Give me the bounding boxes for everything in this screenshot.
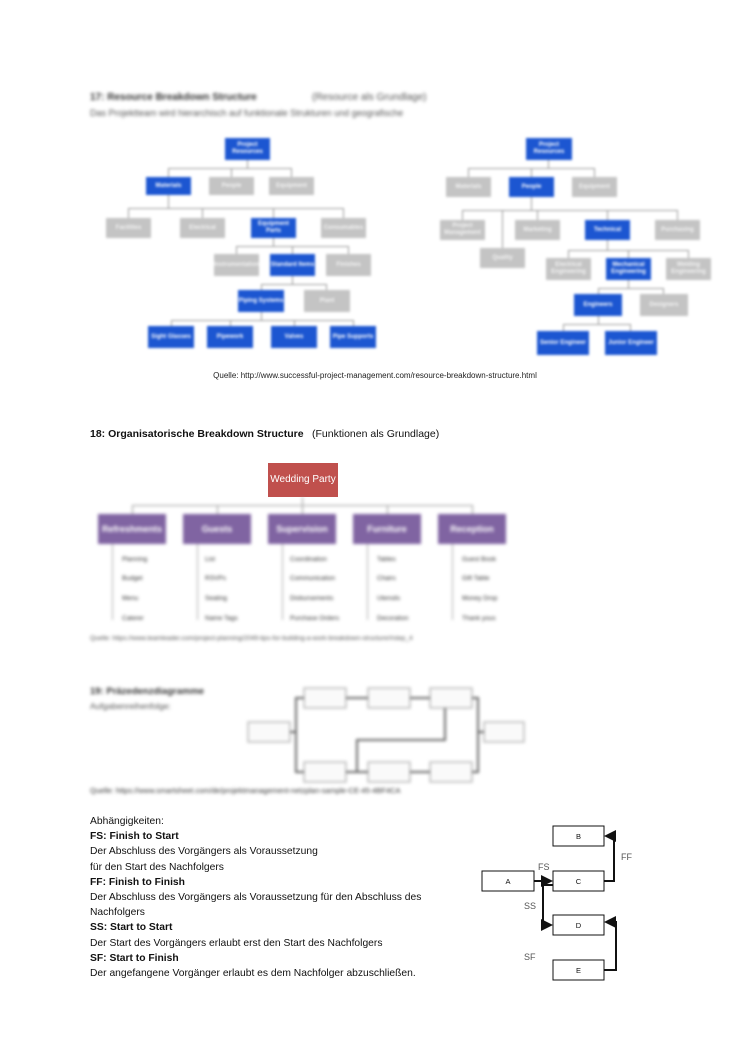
list-item: Coordination bbox=[290, 556, 327, 563]
rbs-left-sight-glasses: Sight Glasses bbox=[148, 326, 194, 348]
rbs-right-equipment: Equipment bbox=[572, 177, 617, 197]
list-item: Caterer bbox=[122, 615, 144, 622]
sf-arrow bbox=[604, 916, 617, 971]
rbs-right-senior-engineer: Senior Engineer bbox=[537, 331, 589, 355]
dependency-type-diagram: A B C D E FS FF SS SF bbox=[481, 825, 632, 981]
fs-line2: für den Start des Nachfolgers bbox=[90, 861, 224, 873]
rbs-left-instrumentation: Instrumentation bbox=[214, 254, 259, 276]
list-item: Budget bbox=[122, 575, 143, 582]
list-item: Decoration bbox=[377, 615, 409, 622]
resource-breakdown-diagrams: Project Resources Materials People Equip… bbox=[0, 0, 750, 370]
precedence-network-diagram bbox=[247, 687, 525, 783]
list-item: Menu bbox=[122, 595, 139, 602]
rbs-right-quality: Quality bbox=[480, 248, 525, 268]
rbs-right-engineers: Engineers bbox=[574, 294, 622, 316]
fs-label: FS bbox=[538, 862, 550, 872]
section19-source: Quelle: https://www.smartsheet.com/de/pr… bbox=[90, 786, 401, 795]
branch-refreshments: Refreshments bbox=[98, 514, 166, 544]
rbs-left-electrical: Electrical bbox=[180, 218, 225, 238]
rbs-left-root: Project Resources bbox=[225, 138, 270, 160]
rbs-left-standard-items: Standard Items bbox=[270, 254, 315, 276]
fs-title: FS: Finish to Start bbox=[90, 831, 179, 843]
rbs-left-valves: Valves bbox=[271, 326, 317, 348]
section17-subtitle: Das Projektteam wird hierarchisch auf fu… bbox=[90, 108, 404, 118]
rbs-right-junior-engineer: Junior Engineer bbox=[605, 331, 657, 355]
section17-source: Quelle: http://www.successful-project-ma… bbox=[213, 371, 537, 380]
rbs-left-materials: Materials bbox=[146, 177, 191, 195]
list-item: Gift Table bbox=[462, 575, 490, 582]
section18-title-note: (Funktionen als Grundlage) bbox=[312, 428, 440, 440]
branch-furniture: Furniture bbox=[353, 514, 421, 544]
rbs-left-pipework: Pipework bbox=[207, 326, 253, 348]
branch-reception: Reception bbox=[438, 514, 506, 544]
sf-line1: Der angefangene Vorgänger erlaubt es dem… bbox=[90, 968, 416, 980]
ss-title: SS: Start to Start bbox=[90, 922, 173, 934]
ff-line1: Der Abschluss des Vorgängers als Vorauss… bbox=[90, 892, 422, 904]
rbs-right-purchasing: Purchasing bbox=[655, 220, 700, 240]
node-a-label: A bbox=[505, 877, 510, 886]
list-item: RSVPs bbox=[205, 575, 226, 582]
list-item: Seating bbox=[205, 595, 228, 602]
section19-subtitle: Aufgabenreihenfolge: bbox=[90, 701, 171, 711]
list-item: Communication bbox=[290, 575, 336, 582]
list-item: Thank yous bbox=[462, 615, 496, 622]
ff-line2: Nachfolgers bbox=[90, 907, 145, 919]
node-b-label: B bbox=[576, 832, 581, 841]
rbs-left-people: People bbox=[209, 177, 254, 195]
ss-line1: Der Start des Vorgängers erlaubt erst de… bbox=[90, 937, 383, 949]
rbs-right-electrical-engineering: Electrical Engineering bbox=[546, 258, 591, 280]
list-item: Planning bbox=[122, 556, 148, 563]
sf-label: SF bbox=[524, 952, 536, 962]
org-breakdown-diagram: Wedding Party Refreshments Guests Superv… bbox=[0, 455, 750, 645]
node-c-label: C bbox=[576, 877, 582, 886]
rbs-right-designers: Designers bbox=[640, 294, 688, 316]
section19-title: 19: Präzedenzdiagramme bbox=[90, 686, 205, 697]
rbs-right-project-management: Project Management bbox=[440, 220, 485, 240]
section17-title: 17: Resource Breakdown Structure bbox=[90, 92, 257, 103]
rbs-left-finishes: Finishes bbox=[326, 254, 371, 276]
rbs-right-marketing: Marketing bbox=[515, 220, 560, 240]
dependencies-text: Abhängigkeiten: FS: Finish to Start Der … bbox=[90, 814, 450, 981]
list-item: Disbursements bbox=[290, 595, 334, 602]
ff-arrow bbox=[604, 830, 616, 882]
list-item: Purchase Orders bbox=[290, 615, 340, 622]
rbs-left-pipe-supports: Pipe Supports bbox=[330, 326, 376, 348]
rbs-left-facilities: Facilities bbox=[106, 218, 151, 238]
fs-line1: Der Abschluss des Vorgängers als Vorauss… bbox=[90, 846, 318, 858]
rbs-right-root: Project Resources bbox=[526, 138, 572, 160]
ff-label: FF bbox=[621, 852, 632, 862]
list-item: List bbox=[205, 556, 216, 563]
list-item: Tables bbox=[377, 556, 396, 563]
dependencies-heading: Abhängigkeiten: bbox=[90, 816, 164, 827]
rbs-left-plant: Plant bbox=[304, 290, 350, 312]
branch-guests: Guests bbox=[183, 514, 251, 544]
rbs-right-technical: Technical bbox=[585, 220, 630, 240]
list-item: Name Tags bbox=[205, 615, 238, 622]
sf-title: SF: Start to Finish bbox=[90, 952, 179, 964]
rbs-left-equipment-parts: Equipment Parts bbox=[251, 218, 296, 238]
node-e-label: E bbox=[576, 966, 581, 975]
list-item: Chairs bbox=[377, 575, 396, 582]
ff-title: FF: Finish to Finish bbox=[90, 876, 185, 888]
rbs-right-materials: Materials bbox=[446, 177, 491, 197]
rbs-left-consumables: Consumables bbox=[321, 218, 366, 238]
rbs-left-piping-systems: Piping Systems bbox=[238, 290, 284, 312]
section17-title-note: (Resource als Grundlage) bbox=[312, 92, 427, 103]
rbs-right-mechanical-engineering: Mechanical Engineering bbox=[606, 258, 651, 280]
ss-label: SS bbox=[524, 901, 536, 911]
rbs-right-welding-engineering: Welding Engineering bbox=[666, 258, 711, 280]
list-item: Guest Book bbox=[462, 556, 496, 563]
rbs-left-equipment: Equipment bbox=[269, 177, 314, 195]
list-item: Utensils bbox=[377, 595, 401, 602]
wedding-party-root: Wedding Party bbox=[268, 463, 338, 497]
node-d-label: D bbox=[576, 921, 582, 930]
branch-supervision: Supervision bbox=[268, 514, 336, 544]
rbs-right-people: People bbox=[509, 177, 554, 197]
section18-title: 18: Organisatorische Breakdown Structure bbox=[90, 428, 304, 440]
ss-arrow bbox=[541, 884, 553, 931]
section18-source: Quelle: https://www.teamleader.com/proje… bbox=[90, 635, 413, 642]
list-item: Money Drop bbox=[462, 595, 498, 602]
